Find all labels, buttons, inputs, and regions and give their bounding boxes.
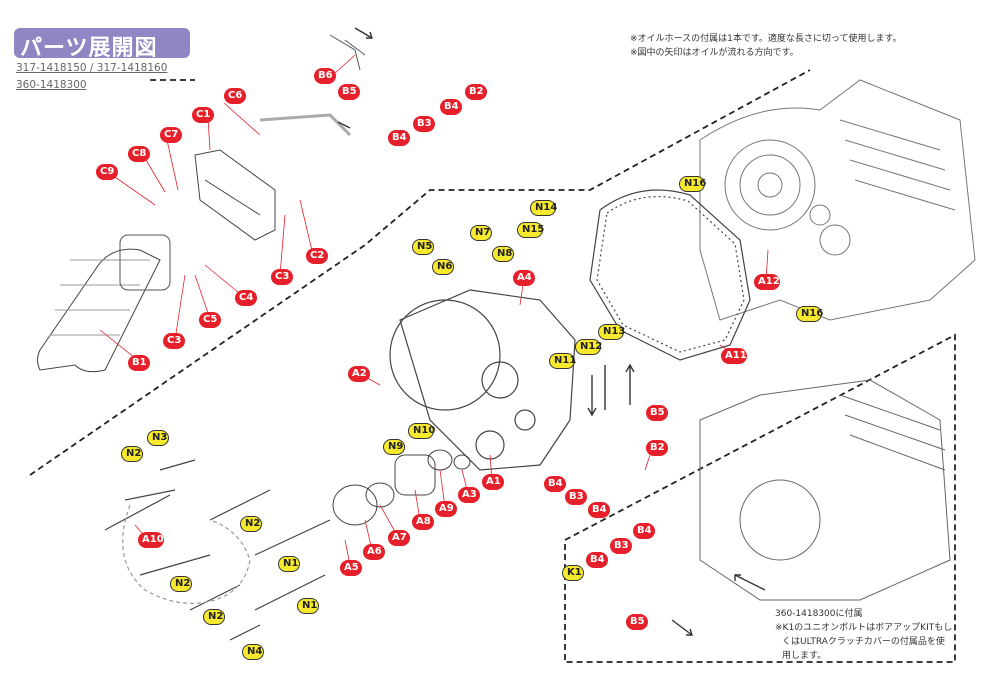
part-label-n6: N6 [432, 259, 454, 275]
part-label-b4: B4 [544, 476, 566, 492]
part-label-a4: A4 [513, 270, 535, 286]
long-bolts [104, 459, 331, 641]
part-label-c1: C1 [192, 107, 214, 123]
gasket-outline [589, 189, 751, 361]
clutch-cover-outline [389, 289, 576, 471]
oil-flow-arrows [337, 27, 766, 636]
part-label-n15: N15 [517, 222, 544, 238]
note-inset-3: くはULTRAクラッチカバーの付属品を使 [782, 637, 945, 647]
part-label-b3: B3 [610, 538, 632, 554]
part-label-c5: C5 [199, 312, 221, 328]
part-label-c7: C7 [160, 127, 182, 143]
part-label-b3: B3 [565, 489, 587, 505]
part-label-a11: A11 [721, 348, 747, 364]
part-label-a10: A10 [138, 532, 164, 548]
oil-filter-parts [332, 449, 471, 526]
part-label-n1: N1 [278, 556, 300, 572]
part-label-n16: N16 [796, 306, 823, 322]
part-label-n13: N13 [598, 324, 625, 340]
part-label-n12: N12 [575, 339, 602, 355]
part-label-c6: C6 [224, 88, 246, 104]
part-label-a9: A9 [435, 501, 457, 517]
part-label-n4: N4 [242, 644, 264, 660]
part-label-n2: N2 [203, 609, 225, 625]
part-label-b4: B4 [440, 99, 462, 115]
engine-outline-inset [699, 379, 951, 601]
page-title: パーツ展開図 [20, 36, 158, 61]
note-top-1: ※オイルホースの付属は1本です。適度な長さに切って使用します。 [630, 34, 902, 44]
part-label-a8: A8 [412, 514, 434, 530]
part-label-n8: N8 [492, 246, 514, 262]
part-label-b1: B1 [128, 355, 150, 371]
part-label-b5: B5 [338, 84, 360, 100]
note-top-2: ※図中の矢印はオイルが流れる方向です。 [630, 48, 799, 58]
part-label-b4: B4 [586, 552, 608, 568]
part-label-b2: B2 [646, 440, 668, 456]
part-label-n1: N1 [297, 598, 319, 614]
part-number-2: 360-1418300 [16, 79, 87, 91]
part-label-n2: N2 [240, 516, 262, 532]
note-inset-2: ※K1のユニオンボルトはボアアップKITもし [775, 623, 953, 633]
part-label-b4: B4 [388, 130, 410, 146]
part-label-b5: B5 [646, 405, 668, 421]
part-label-n11: N11 [549, 353, 576, 369]
part-label-c2: C2 [306, 248, 328, 264]
part-label-n2: N2 [121, 446, 143, 462]
part-label-a5: A5 [340, 560, 362, 576]
part-label-n14: N14 [530, 200, 557, 216]
part-number-1: 317-1418150 / 317-1418160 [16, 62, 168, 74]
part-label-n2: N2 [170, 576, 192, 592]
part-label-b6: B6 [314, 68, 336, 84]
part-label-b4: B4 [633, 523, 655, 539]
section-divider-lines [29, 69, 956, 663]
part-label-n7: N7 [470, 225, 492, 241]
part-label-c9: C9 [96, 164, 118, 180]
part-label-a3: A3 [458, 487, 480, 503]
part-label-b3: B3 [413, 116, 435, 132]
title-badge: パーツ展開図 [14, 28, 190, 61]
part-label-k1: K1 [562, 565, 584, 581]
part-label-a6: A6 [363, 544, 385, 560]
part-label-a12: A12 [754, 274, 780, 290]
part-label-n5: N5 [412, 239, 434, 255]
part-label-a2: A2 [348, 366, 370, 382]
engine-outline-top-right [699, 79, 976, 321]
part-label-a7: A7 [388, 530, 410, 546]
part-label-n10: N10 [408, 423, 435, 439]
note-inset-1: 360-1418300に付属 [775, 609, 863, 619]
part-label-n9: N9 [383, 439, 405, 455]
part-label-c3: C3 [271, 269, 293, 285]
part-label-c8: C8 [128, 146, 150, 162]
oil-line-top [259, 34, 366, 137]
note-inset-4: 用します。 [782, 651, 827, 661]
part-label-c3: C3 [163, 333, 185, 349]
part-label-c4: C4 [235, 290, 257, 306]
part-label-b4: B4 [588, 502, 610, 518]
part-label-b2: B2 [465, 84, 487, 100]
part-label-n3: N3 [147, 430, 169, 446]
cooler-bracket [194, 149, 276, 241]
part-label-b5: B5 [626, 614, 648, 630]
part-label-a1: A1 [482, 474, 504, 490]
part-label-n16: N16 [679, 176, 706, 192]
oil-cooler [37, 234, 171, 373]
